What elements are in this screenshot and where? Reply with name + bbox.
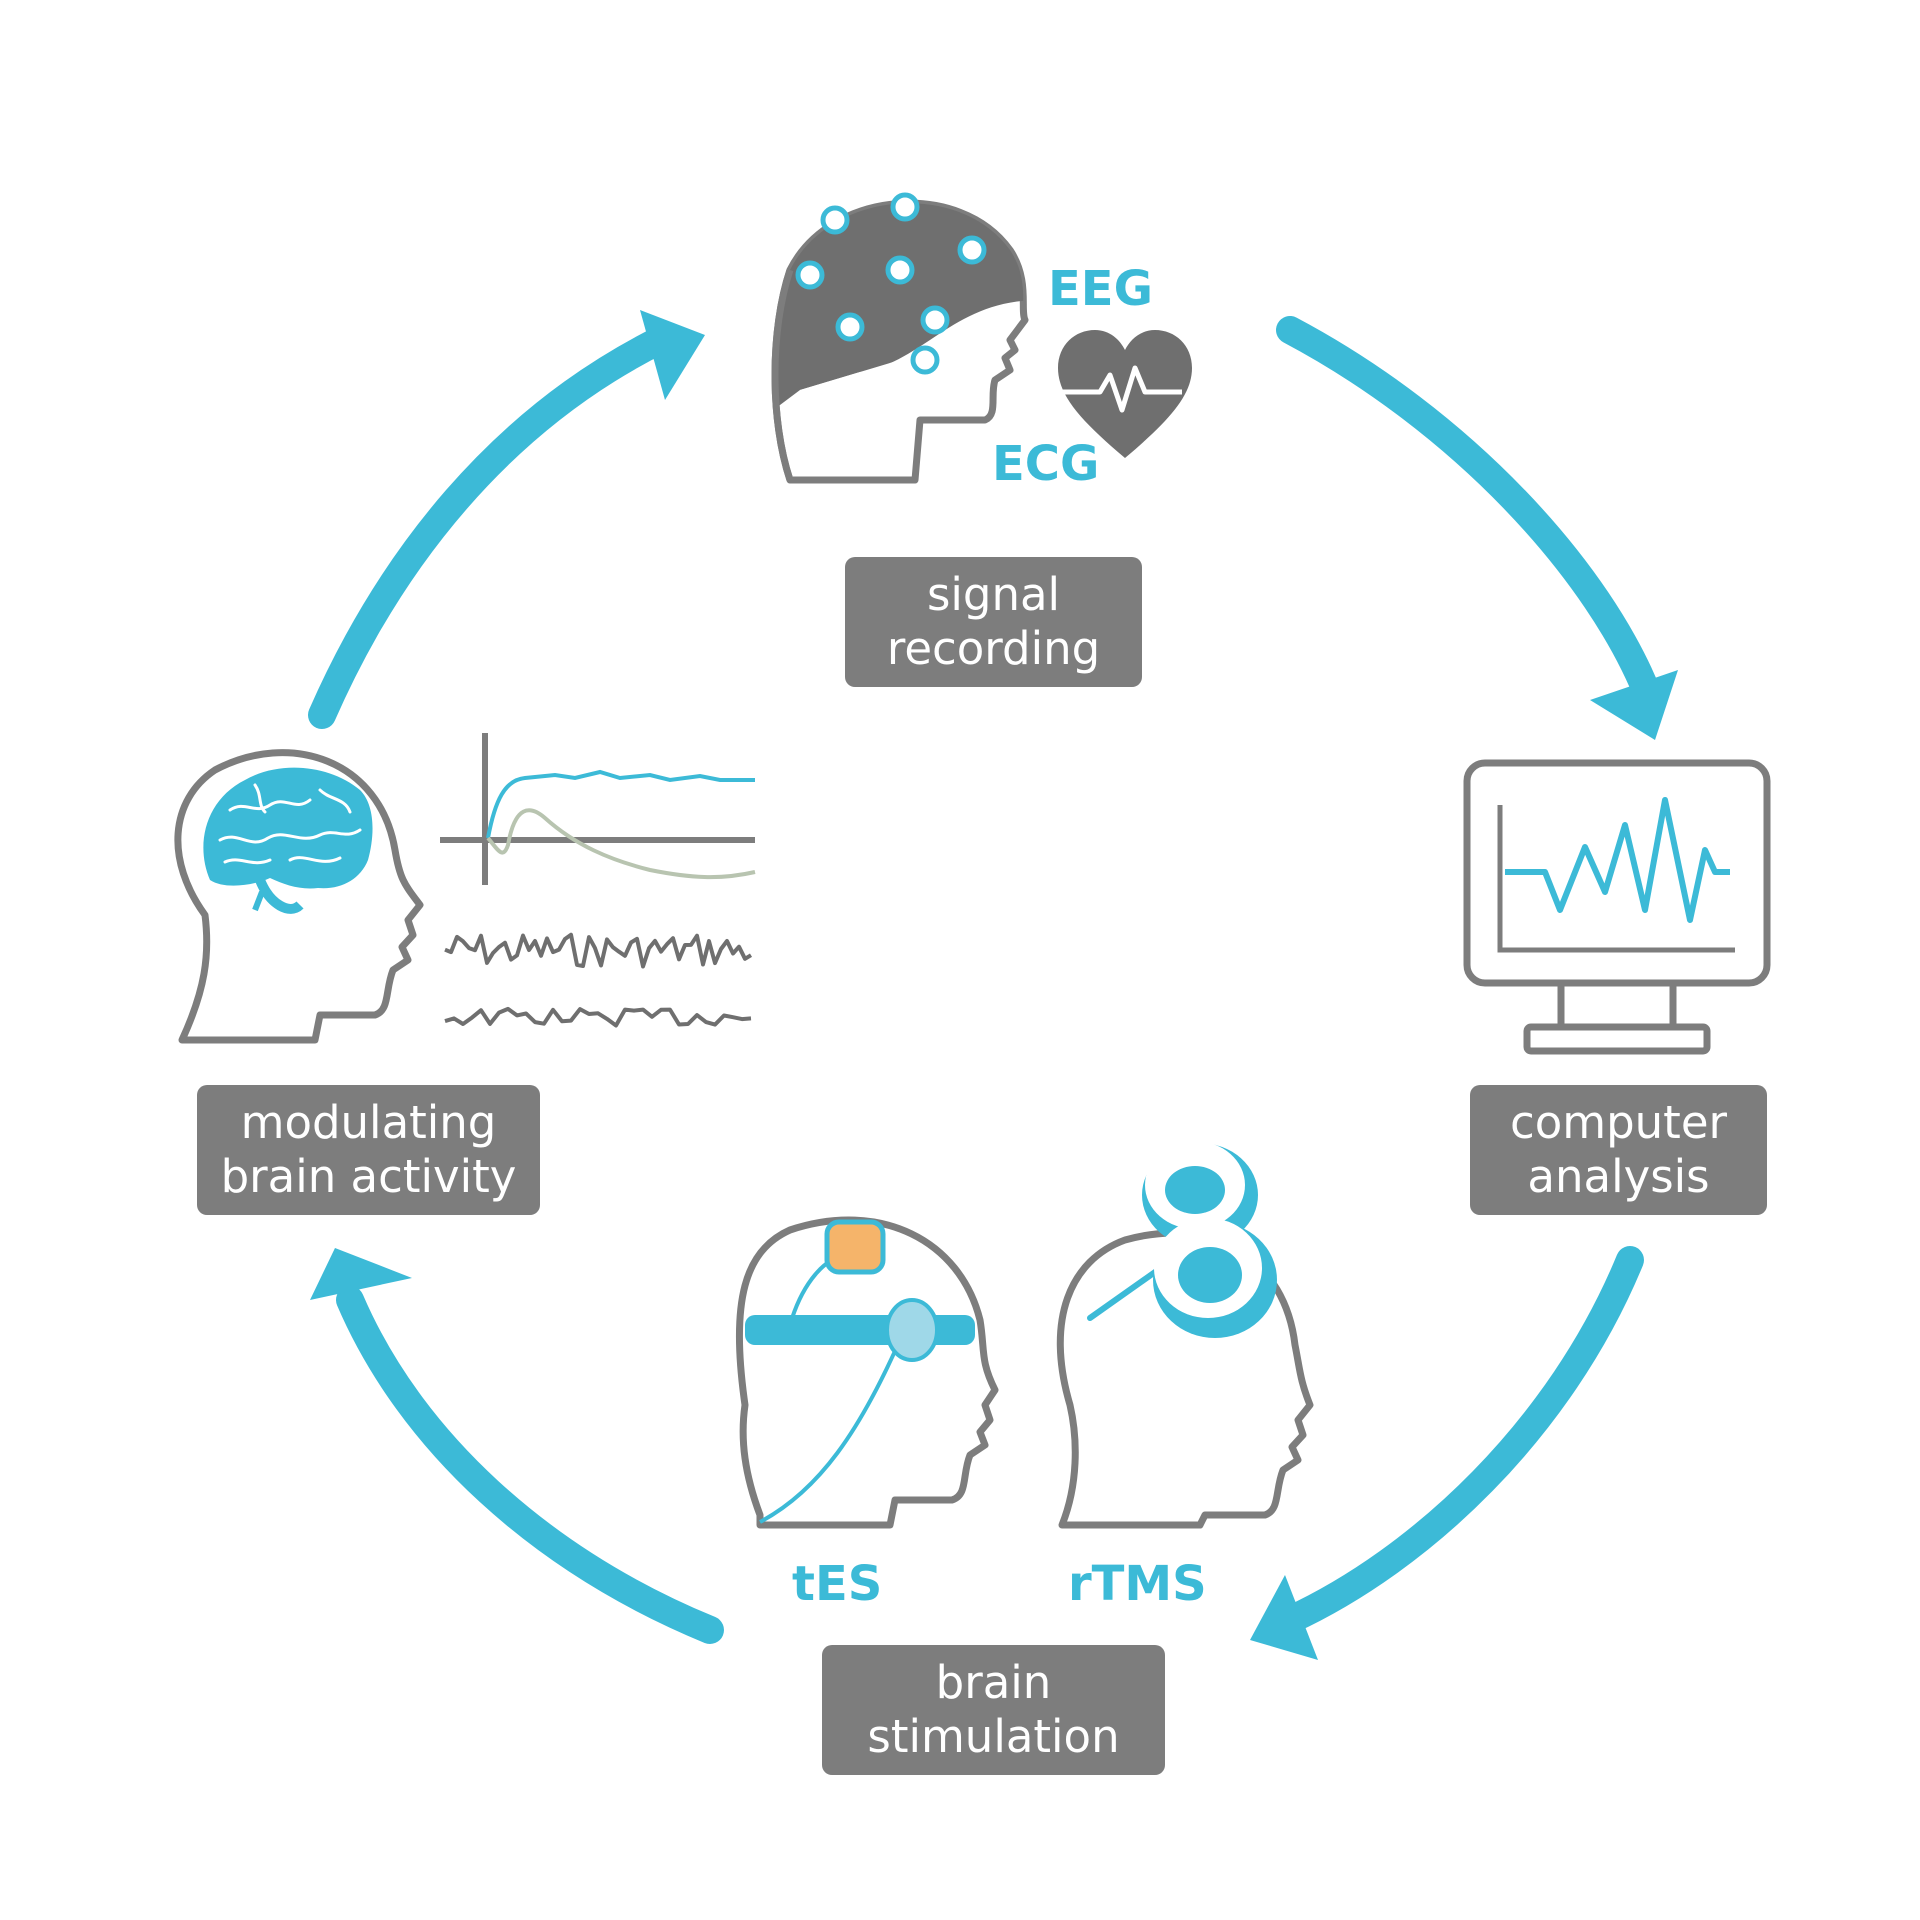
- monitor-icon: [1463, 759, 1771, 1055]
- baseline-trace: [486, 808, 756, 880]
- side-electrode: [885, 1298, 939, 1362]
- slow-trace: [444, 1006, 752, 1028]
- modulating-line1: modulating: [240, 1096, 497, 1149]
- modulating-brain-activity-label: modulating brain activity: [197, 1085, 540, 1215]
- arrow-to-signal-recording: [308, 310, 705, 729]
- head-outline: [174, 749, 424, 1044]
- brain-head-icon: [174, 749, 424, 1044]
- head-outline: [735, 1216, 999, 1529]
- modulating-line2: brain activity: [220, 1150, 517, 1203]
- brain-stimulation-line2: stimulation: [867, 1710, 1120, 1763]
- signal-traces-icon: [440, 733, 756, 1028]
- tes-tag: tES: [792, 1556, 882, 1612]
- eeg-electrodes: [795, 192, 987, 375]
- signal-recording-label: signal recording: [845, 557, 1142, 687]
- analysis-waveform: [1505, 797, 1730, 923]
- headband: [745, 1315, 975, 1345]
- top-electrode: [824, 1219, 886, 1275]
- arrow-to-computer-analysis: [1276, 316, 1678, 740]
- arrow-to-brain-stimulation: [1250, 1246, 1644, 1660]
- eeg-tag: EEG: [1048, 261, 1153, 317]
- brain-stimulation-label: brain stimulation: [822, 1645, 1165, 1775]
- computer-analysis-label: computer analysis: [1470, 1085, 1767, 1215]
- heart-icon: [1058, 330, 1192, 458]
- eeg-trace: [444, 932, 753, 969]
- modulated-trace: [486, 769, 755, 839]
- eeg-head-icon: [771, 192, 1029, 484]
- ecg-tag: ECG: [992, 436, 1099, 492]
- rtms-head-icon: [1056, 1141, 1314, 1529]
- brain-icon: [203, 767, 373, 914]
- computer-analysis-line1: computer: [1509, 1096, 1728, 1149]
- cycle-arrows: [308, 310, 1678, 1660]
- signal-recording-line1: signal: [926, 568, 1061, 621]
- rtms-tag: rTMS: [1068, 1556, 1207, 1612]
- signal-recording-line2: recording: [886, 622, 1101, 675]
- brain-stimulation-line1: brain: [935, 1656, 1052, 1709]
- computer-analysis-line2: analysis: [1527, 1150, 1710, 1203]
- arrow-to-modulating-brain-activity: [310, 1248, 724, 1644]
- figure-eight-coil-icon: [1080, 1141, 1277, 1338]
- tes-head-icon: [735, 1216, 999, 1529]
